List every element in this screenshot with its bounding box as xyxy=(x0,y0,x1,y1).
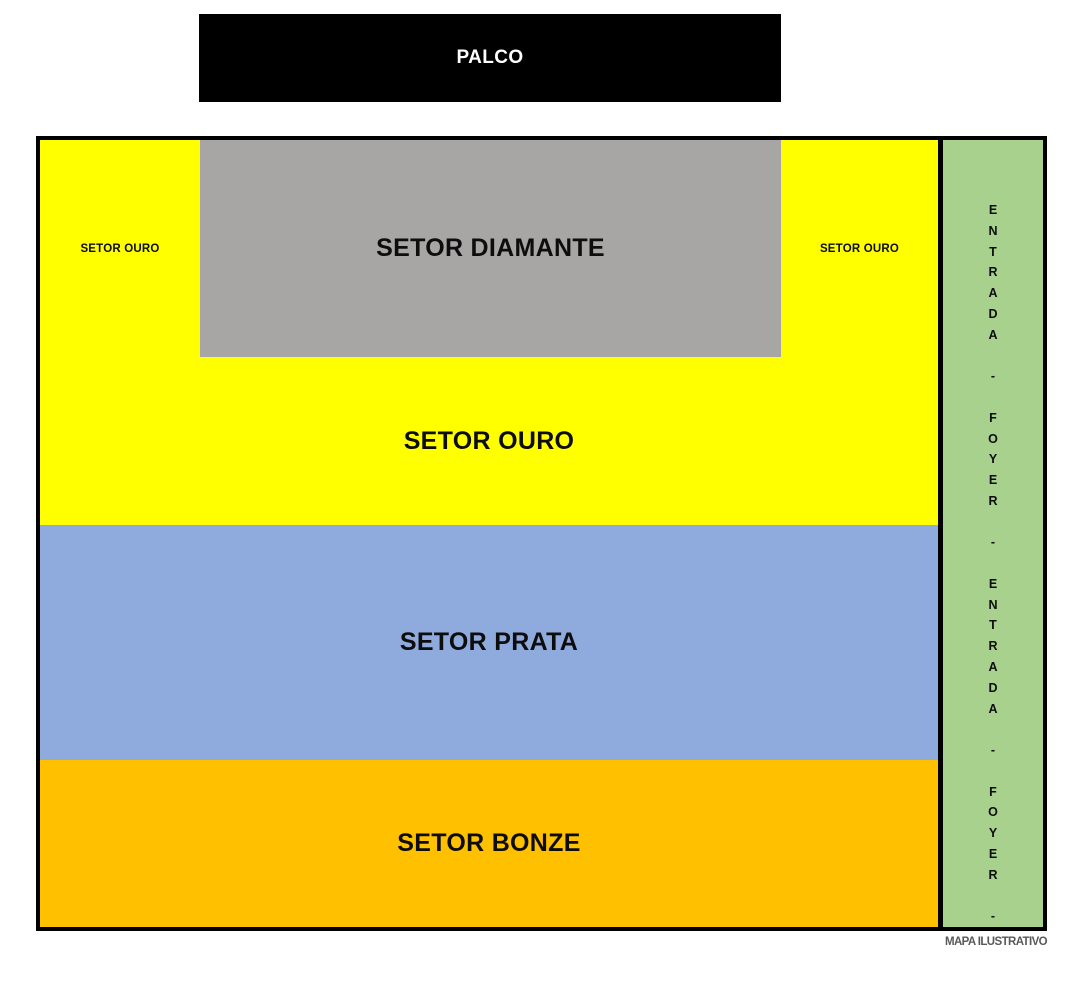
entrance-strip-char: - xyxy=(990,743,996,758)
sector-bonze[interactable]: SETOR BONZE xyxy=(40,760,938,927)
entrance-strip-char: F xyxy=(989,410,997,425)
sector-ouro-top-band[interactable]: SETOR OURO SETOR DIAMANTE SETOR OURO SET… xyxy=(40,140,938,525)
sector-ouro-right[interactable]: SETOR OURO xyxy=(781,140,938,357)
entrance-strip-char: O xyxy=(988,805,998,820)
entrance-strip-char: T xyxy=(989,244,997,259)
sector-ouro-left[interactable]: SETOR OURO xyxy=(40,140,200,357)
entrance-strip-char: D xyxy=(988,306,998,321)
entrance-strip-char: Y xyxy=(988,826,998,841)
seating-area: SETOR OURO SETOR DIAMANTE SETOR OURO SET… xyxy=(40,140,938,927)
entrance-strip-char: A xyxy=(988,701,998,716)
entrance-strip-char: A xyxy=(988,659,998,674)
sector-ouro-main-label: SETOR OURO xyxy=(403,426,575,455)
stage-palco[interactable]: PALCO xyxy=(199,14,781,102)
sector-ouro-main[interactable]: SETOR OURO xyxy=(40,357,938,525)
sector-prata[interactable]: SETOR PRATA xyxy=(40,525,938,760)
entrance-divider xyxy=(938,140,943,927)
entrance-strip-char: T xyxy=(989,618,997,633)
entrance-strip-char: O xyxy=(988,431,998,446)
entrance-strip-char: F xyxy=(989,784,997,799)
sector-prata-label: SETOR PRATA xyxy=(399,628,579,656)
entrance-strip-char: - xyxy=(990,369,996,384)
entrance-strip-char: N xyxy=(988,597,998,612)
map-footnote: MAPA ILUSTRATIVO xyxy=(945,936,1048,948)
entrance-strip-char: R xyxy=(988,639,998,654)
sector-ouro-right-label: SETOR OURO xyxy=(819,242,900,255)
stage-label: PALCO xyxy=(456,47,524,68)
entrance-strip-char: R xyxy=(988,265,998,280)
hall-outline: SETOR OURO SETOR DIAMANTE SETOR OURO SET… xyxy=(36,136,1047,931)
entrance-strip-char: E xyxy=(988,576,998,591)
sector-ouro-left-label: SETOR OURO xyxy=(80,242,160,255)
entrance-strip-char: D xyxy=(988,680,998,695)
entrance-strip-char: Y xyxy=(988,452,998,467)
entrance-strip-char: N xyxy=(988,223,998,238)
hall-inner: SETOR OURO SETOR DIAMANTE SETOR OURO SET… xyxy=(40,140,1043,927)
entrance-strip-char: - xyxy=(990,535,996,550)
entrance-strip-char: A xyxy=(988,327,998,342)
entrance-strip-char: E xyxy=(988,473,998,488)
entrance-strip-char: E xyxy=(988,846,998,861)
sector-bonze-label: SETOR BONZE xyxy=(397,829,581,857)
entrance-strip-char: R xyxy=(988,493,998,508)
sector-diamante-label: SETOR DIAMANTE xyxy=(376,234,605,262)
entrance-strip-char: - xyxy=(990,909,996,924)
entrance-strip-char: A xyxy=(988,286,998,301)
entrance-strip-char: R xyxy=(988,867,998,882)
entrance-strip-char: E xyxy=(988,203,998,218)
sector-diamante[interactable]: SETOR DIAMANTE xyxy=(200,140,781,357)
